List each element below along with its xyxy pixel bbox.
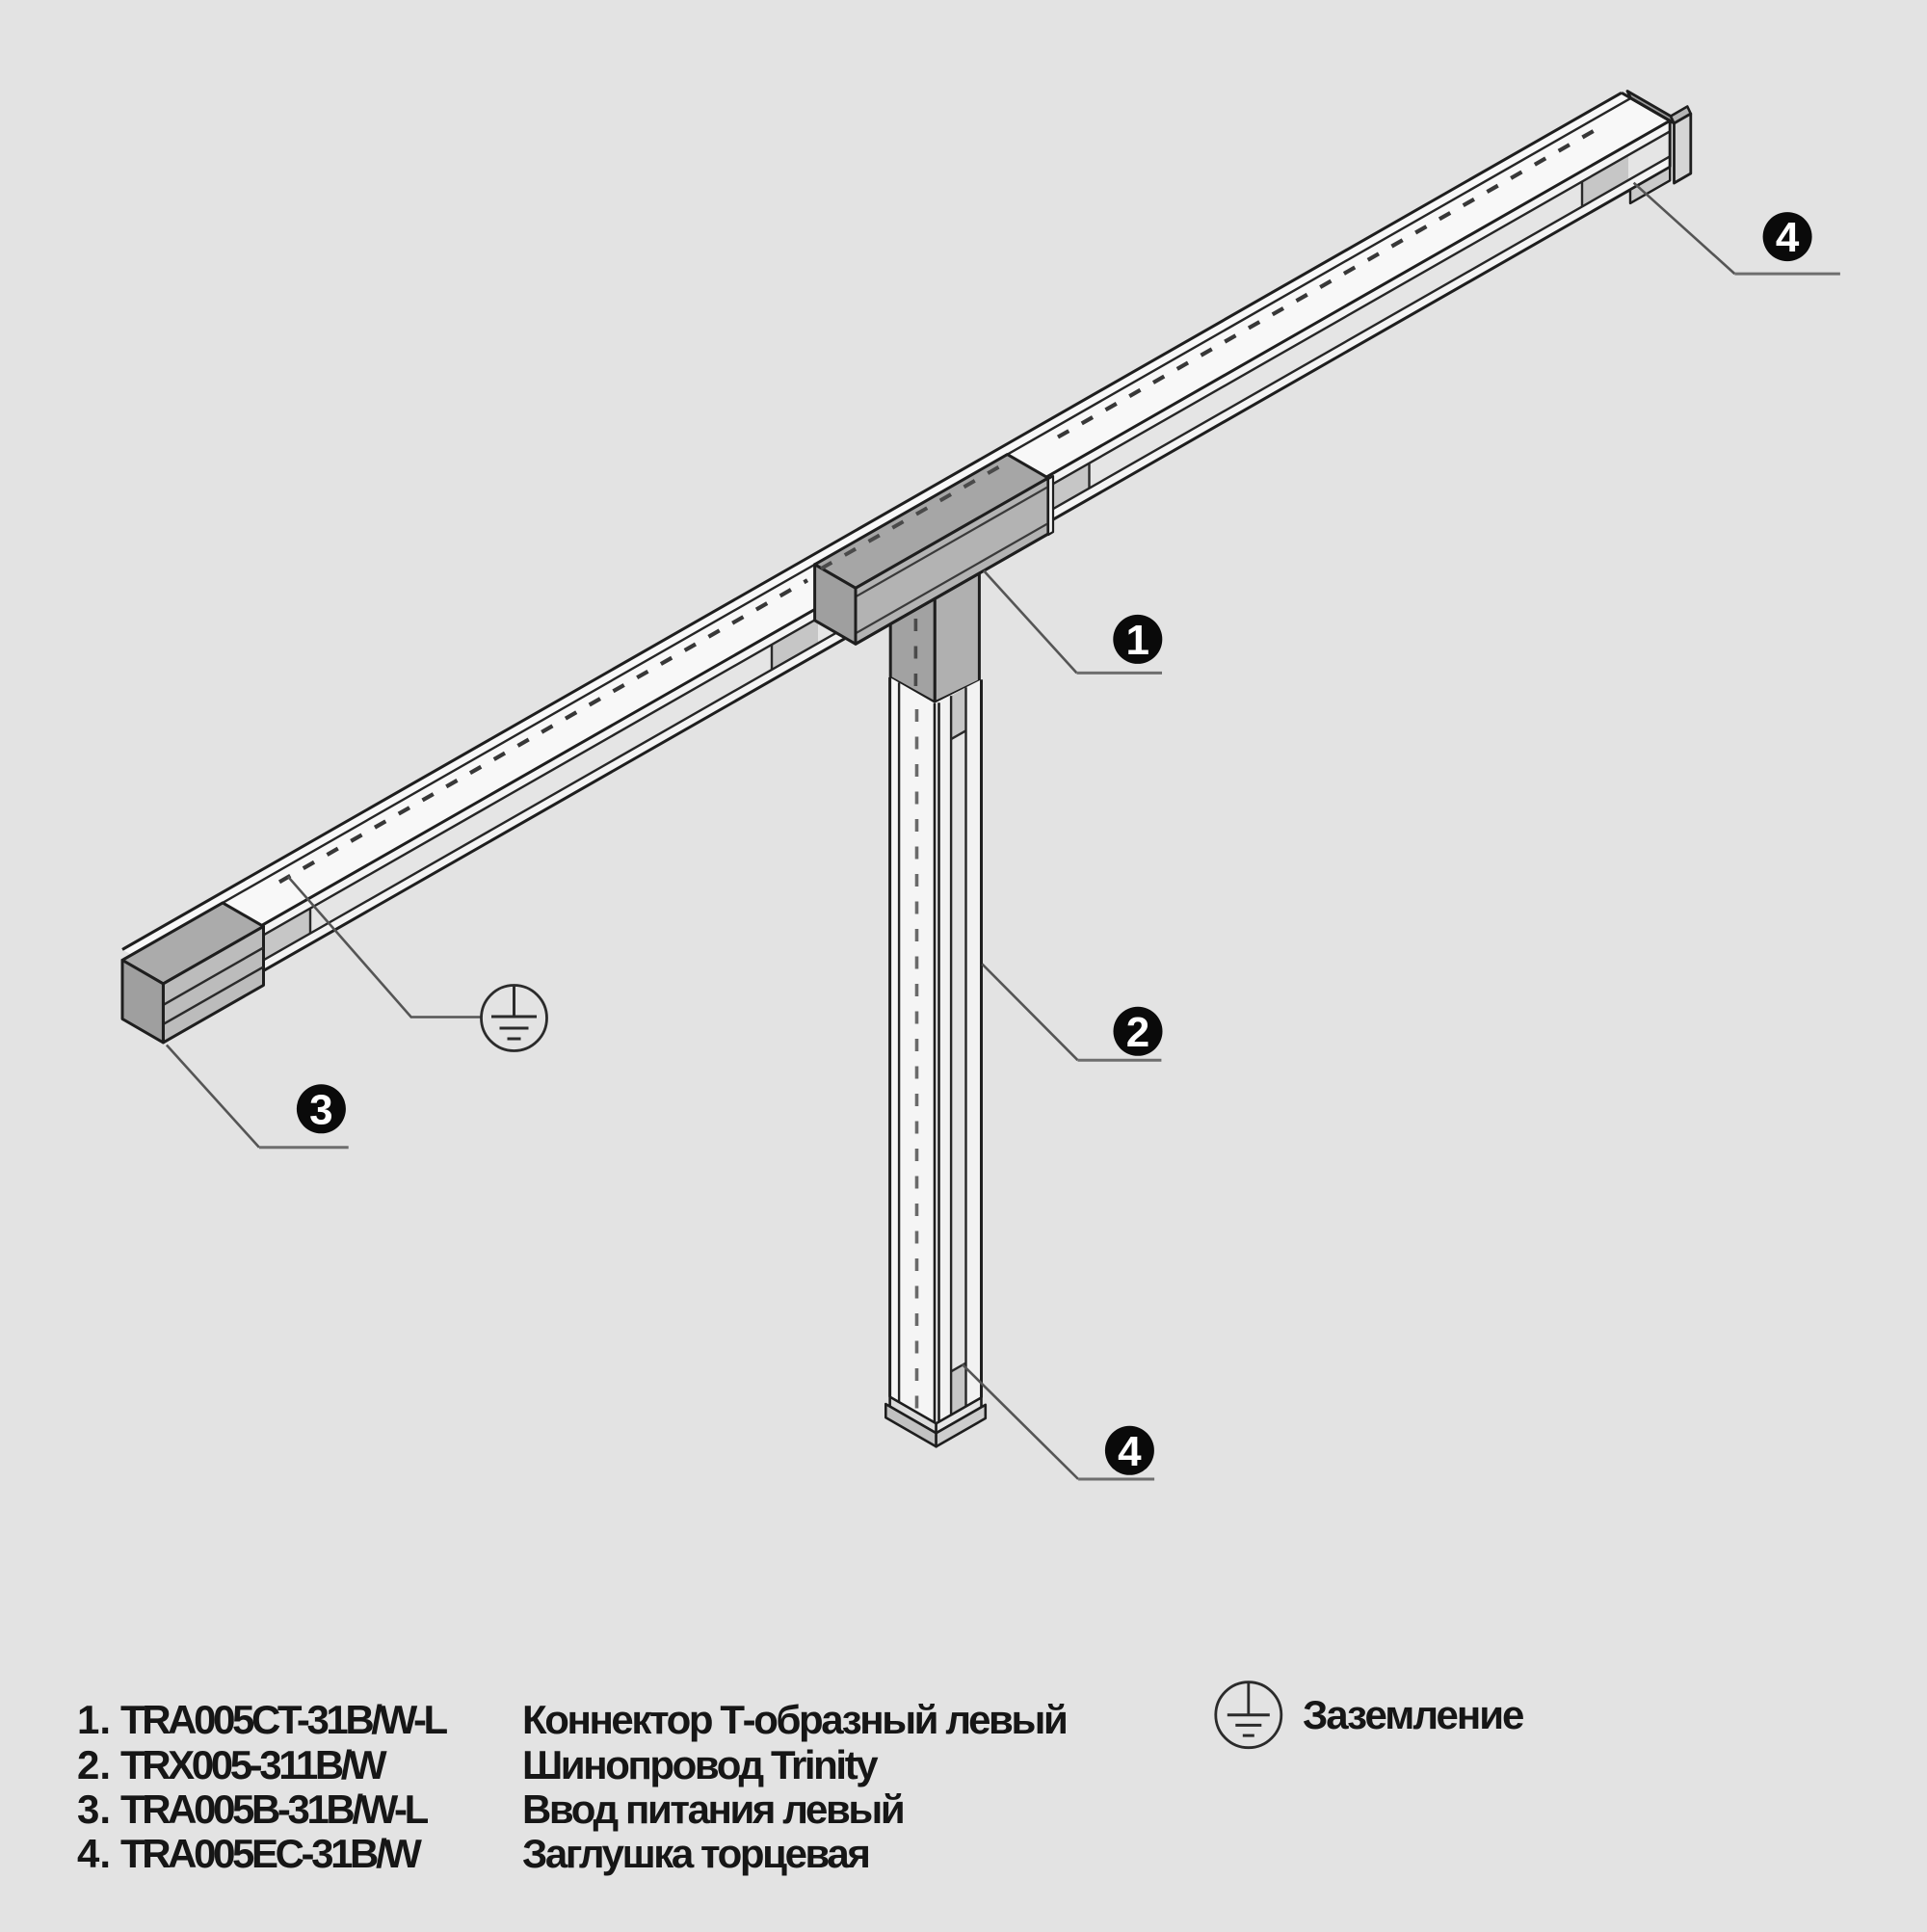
svg-text:TRA005B-31B/W-L: TRA005B-31B/W-L bbox=[120, 1786, 429, 1832]
svg-text:3.: 3. bbox=[77, 1786, 111, 1832]
svg-text:1: 1 bbox=[1126, 617, 1149, 664]
svg-text:Заземление: Заземление bbox=[1303, 1692, 1523, 1737]
svg-text:TRA005CT-31B/W-L: TRA005CT-31B/W-L bbox=[120, 1697, 448, 1742]
svg-text:Ввод питания левый: Ввод питания левый bbox=[522, 1786, 903, 1832]
svg-text:4: 4 bbox=[1776, 214, 1800, 261]
svg-text:Коннектор Т-образный левый: Коннектор Т-образный левый bbox=[522, 1697, 1066, 1742]
svg-text:TRX005-311B/W: TRX005-311B/W bbox=[120, 1742, 387, 1787]
svg-text:Заглушка торцевая: Заглушка торцевая bbox=[522, 1831, 869, 1876]
svg-text:2.: 2. bbox=[77, 1742, 111, 1787]
svg-text:TRA005EC-31B/W: TRA005EC-31B/W bbox=[120, 1831, 422, 1876]
svg-text:3: 3 bbox=[309, 1086, 332, 1133]
svg-text:2: 2 bbox=[1126, 1009, 1149, 1056]
svg-text:Шинопровод Trinity: Шинопровод Trinity bbox=[522, 1742, 879, 1787]
svg-text:1.: 1. bbox=[77, 1697, 111, 1742]
svg-text:4.: 4. bbox=[77, 1831, 111, 1876]
svg-text:4: 4 bbox=[1118, 1428, 1142, 1475]
